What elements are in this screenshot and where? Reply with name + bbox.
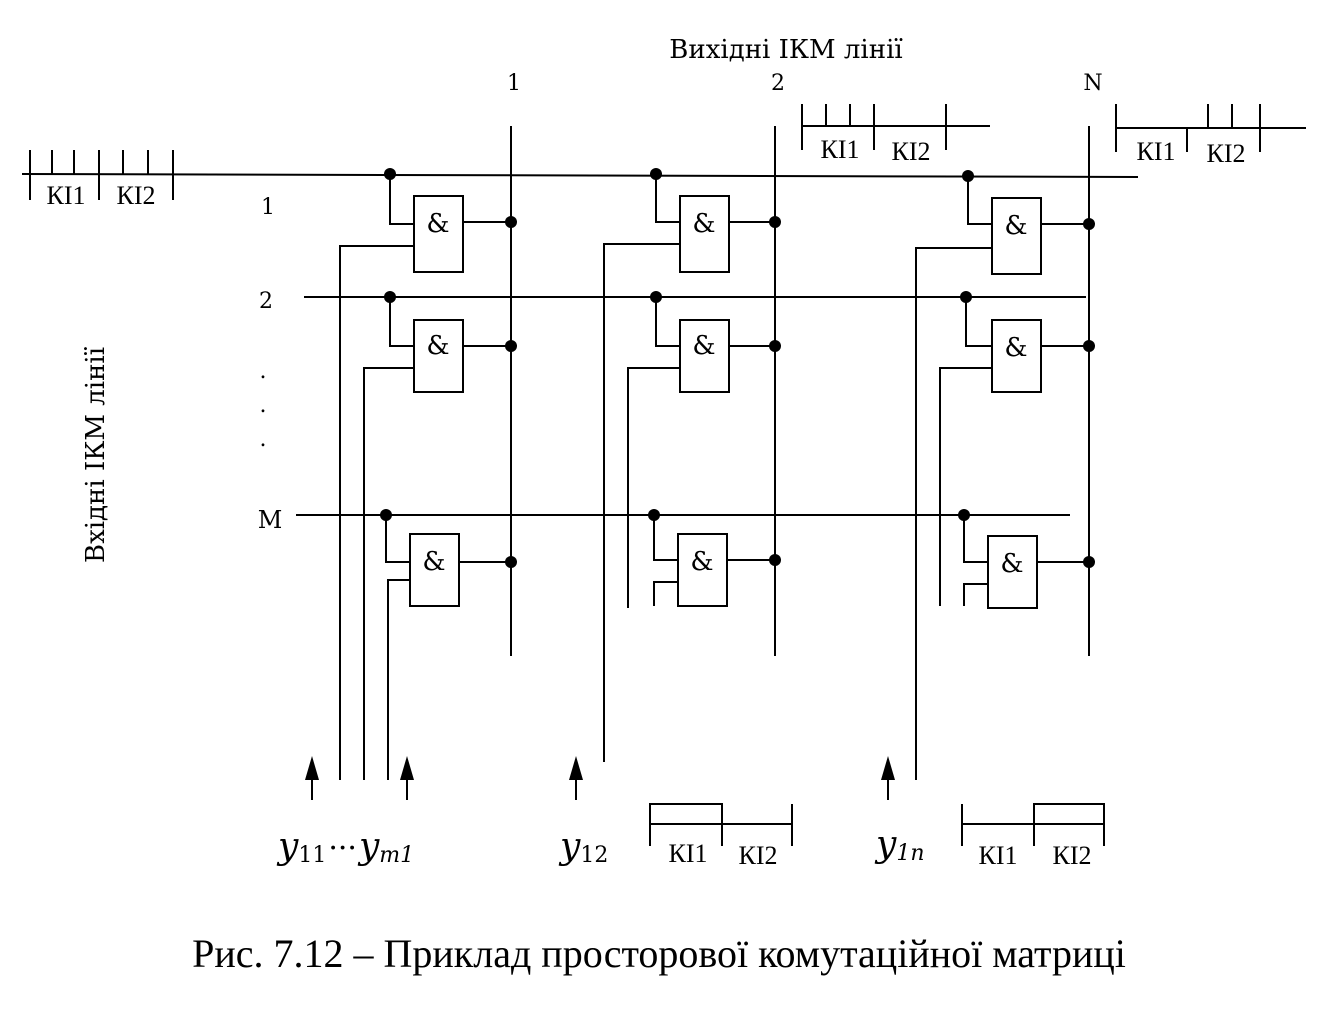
figure-caption: Рис. 7.12 – Приклад просторової комутаці… [192, 931, 1126, 976]
slot-label-ki2: КІ2 [739, 841, 778, 870]
and-gate-m-1: & [380, 509, 517, 780]
control-y12-sub: 12 [580, 843, 608, 868]
input-label-2: 2 [259, 289, 273, 314]
control-dots: ··· [328, 831, 357, 866]
and-gate-symbol: & [690, 547, 713, 577]
and-gate-1-1: & [339, 168, 517, 780]
control-label-y12: y12 [558, 826, 608, 868]
input-line-1 [21, 173, 1139, 178]
and-gate-1-2: & [603, 168, 781, 762]
and-gate-2-n: & [939, 291, 1095, 606]
control-label-y11-ym1: y11···ym1 [276, 826, 414, 868]
and-gate-symbol: & [1004, 211, 1027, 241]
and-gate-2-2: & [627, 291, 781, 608]
and-gate-m-2: & [648, 509, 781, 607]
timeslot-frame-output-1: КІ1 КІ2 [801, 104, 990, 166]
slot-label-ki2: КІ2 [117, 181, 156, 210]
and-gate-2-1: & [363, 291, 517, 780]
arrow-up-icon [881, 756, 895, 800]
input-label-1: 1 [261, 195, 275, 220]
input-label-m: M [258, 506, 283, 534]
input-ellipsis-2: . [260, 393, 267, 418]
and-gate-symbol: & [426, 209, 449, 239]
control-ym1-sub: m1 [379, 843, 414, 868]
and-gate-symbol: & [1004, 333, 1027, 363]
arrow-up-icon [305, 756, 319, 800]
svg-text:y11···ym1: y11···ym1 [276, 826, 414, 868]
and-gate-symbol: & [692, 209, 715, 239]
control-y12-base: y [558, 826, 581, 867]
output-label-n: N [1083, 71, 1102, 96]
control-y1n-base: y [874, 824, 897, 865]
output-label-1: 1 [507, 71, 521, 96]
timeslot-frame-control-2: КІ1 КІ2 [649, 803, 793, 870]
and-gate-1-n: & [915, 170, 1095, 780]
control-y1n-sub: 1n [896, 841, 924, 866]
output-lines-title: Вихідні ІКМ лінії [669, 35, 903, 65]
and-gate-symbol: & [426, 331, 449, 361]
control-y11-sub: 11 [298, 843, 326, 868]
svg-text:y1n: y1n [874, 824, 925, 866]
and-gate-symbol: & [692, 331, 715, 361]
svg-text:y12: y12 [558, 826, 608, 868]
slot-label-ki1: КІ1 [1137, 137, 1176, 166]
input-lines-title: Вхідні ІКМ лінії [81, 346, 111, 563]
and-gate-m-n: & [958, 509, 1095, 609]
slot-label-ki2: КІ2 [1207, 139, 1246, 168]
input-ellipsis-3: . [260, 427, 267, 452]
slot-label-ki1: КІ1 [669, 839, 708, 868]
timeslot-frame-input-1: КІ1 КІ2 [29, 150, 174, 210]
slot-label-ki1: КІ1 [821, 135, 860, 164]
slot-label-ki2: КІ2 [1053, 841, 1092, 870]
timeslot-frame-control-n: КІ1 КІ2 [961, 803, 1105, 870]
output-label-2: 2 [771, 71, 785, 96]
and-gate-symbol: & [422, 547, 445, 577]
control-y11-base: y [276, 826, 299, 867]
control-ym1-base: y [357, 826, 380, 867]
slot-label-ki2: КІ2 [892, 137, 931, 166]
arrow-up-icon [400, 756, 414, 800]
slot-label-ki1: КІ1 [979, 841, 1018, 870]
timeslot-frame-output-n: КІ1 КІ2 [1115, 104, 1306, 168]
control-label-y1n: y1n [874, 824, 925, 866]
arrow-up-icon [569, 756, 583, 800]
input-ellipsis-1: . [260, 359, 267, 384]
and-gate-symbol: & [1000, 549, 1023, 579]
slot-label-ki1: КІ1 [47, 181, 86, 210]
